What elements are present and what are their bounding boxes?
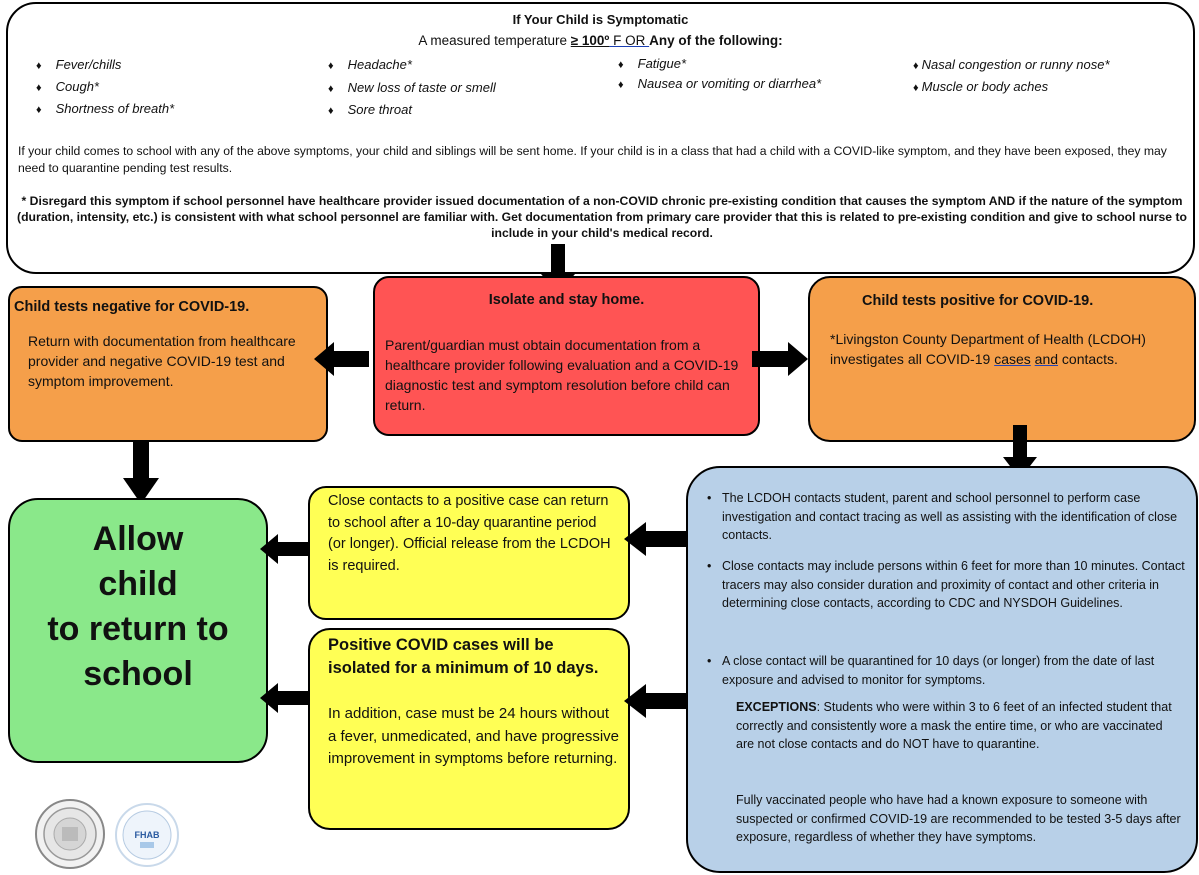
temperature-value: ≥ 100º — [570, 33, 610, 48]
fhab-label: FHAB — [135, 830, 160, 840]
bullet-icon: ♦ — [913, 60, 919, 72]
lcdoh-info-box: •The LCDOH contacts student, parent and … — [686, 466, 1198, 873]
arrow-right-icon — [752, 342, 808, 376]
arrow-left-icon — [314, 342, 369, 376]
arrow-left-icon — [260, 534, 310, 564]
symptom-item: ♦New loss of taste or smell — [328, 80, 496, 95]
arrow-left-icon — [624, 684, 692, 718]
symptom-item: ♦Headache* — [328, 57, 412, 72]
symptom-item: ♦Nausea or vomiting or diarrhea* — [618, 76, 822, 91]
bullet-icon: ♦ — [913, 82, 919, 94]
isolate-title: Isolate and stay home. — [488, 292, 645, 308]
arrow-down-icon — [1003, 425, 1037, 479]
arrow-left-icon — [260, 683, 310, 713]
bullet-icon: • — [707, 559, 712, 573]
symptomatic-box: If Your Child is Symptomatic A measured … — [6, 2, 1195, 274]
bullet-icon: ♦ — [328, 60, 334, 72]
temperature-unit-or: F OR — [609, 33, 650, 48]
arrow-down-icon — [123, 442, 159, 504]
positive-cases-text: In addition, case must be 24 hours witho… — [328, 705, 620, 767]
sent-home-paragraph: If your child comes to school with any o… — [18, 144, 1167, 175]
bullet-icon: • — [707, 491, 712, 505]
bullet-icon: ♦ — [36, 82, 42, 94]
bullet-icon: ♦ — [328, 83, 334, 95]
symptom-item: ♦Shortness of breath* — [36, 101, 175, 116]
negative-title: Child tests negative for COVID-19. — [14, 299, 250, 315]
symptomatic-title: If Your Child is Symptomatic — [512, 12, 689, 27]
allow-return-box: Allow child to return to school — [8, 498, 268, 763]
positive-cases-bold: Positive COVID cases will be isolated fo… — [328, 636, 599, 677]
positive-box: Child tests positive for COVID-19. *Livi… — [808, 276, 1196, 442]
temperature-suffix: Any of the following: — [649, 33, 783, 48]
symptom-item: ♦Muscle or body aches — [913, 79, 1049, 94]
bullet-icon: ♦ — [36, 60, 42, 72]
symptom-item: ♦Sore throat — [328, 102, 412, 117]
allow-return-text: Allow child to return to school — [47, 520, 229, 693]
arrow-left-icon — [624, 522, 692, 556]
bullet-icon: ♦ — [328, 105, 334, 117]
isolate-text: Parent/guardian must obtain documentatio… — [385, 337, 739, 413]
exceptions-text: EXCEPTIONS: Students who were within 3 t… — [736, 700, 1172, 751]
temperature-line: A measured temperature ≥ 100º F OR Any o… — [8, 33, 1193, 48]
bullet-icon: ♦ — [618, 79, 624, 91]
positive-title: Child tests positive for COVID-19. — [862, 293, 1094, 309]
fhab-logo: FHAB — [115, 803, 179, 867]
positive-cases-box: Positive COVID cases will be isolated fo… — [308, 628, 630, 830]
lcdoh-bullet: •The LCDOH contacts student, parent and … — [707, 491, 1178, 542]
vaccinated-text: Fully vaccinated people who have had a k… — [736, 793, 1181, 844]
disregard-paragraph: * Disregard this symptom if school perso… — [17, 194, 1187, 240]
temperature-prefix: A measured temperature — [418, 33, 571, 48]
close-contacts-text: Close contacts to a positive case can re… — [328, 493, 611, 575]
county-seal-logo — [35, 799, 105, 869]
bullet-icon: ♦ — [36, 104, 42, 116]
symptom-item: ♦Nasal congestion or runny nose* — [913, 57, 1110, 72]
bullet-icon: ♦ — [618, 59, 624, 71]
lcdoh-bullet: •Close contacts may include persons with… — [707, 559, 1185, 610]
symptom-item: ♦Fever/chills — [36, 57, 122, 72]
negative-box: Child tests negative for COVID-19. Retur… — [8, 286, 328, 442]
positive-text: *Livingston County Department of Health … — [830, 331, 1146, 367]
symptom-item: ♦Cough* — [36, 79, 99, 94]
lcdoh-bullet: •A close contact will be quarantined for… — [707, 654, 1155, 687]
symptom-item: ♦Fatigue* — [618, 56, 687, 71]
negative-text: Return with documentation from healthcar… — [28, 333, 296, 389]
isolate-box: Isolate and stay home. Parent/guardian m… — [373, 276, 760, 436]
close-contacts-box: Close contacts to a positive case can re… — [308, 486, 630, 620]
bullet-icon: • — [707, 654, 712, 668]
